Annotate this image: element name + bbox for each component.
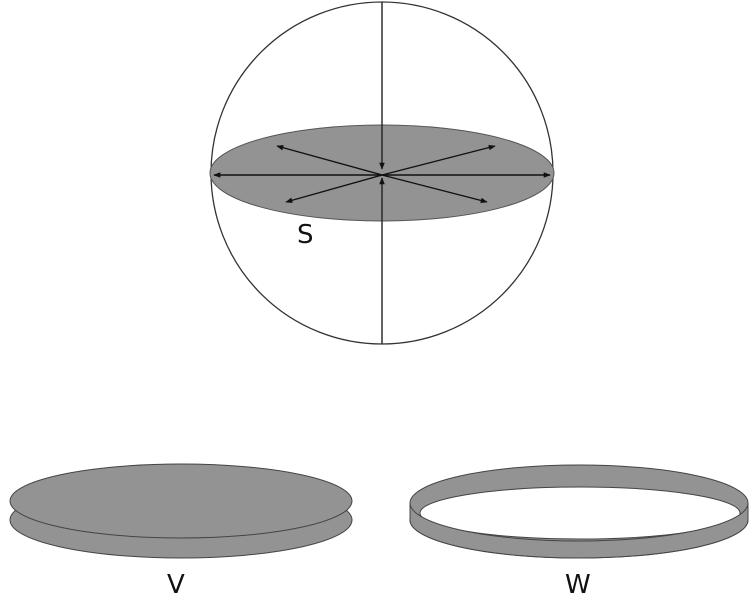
solid-disc-v: V bbox=[9, 463, 353, 600]
label-s: S bbox=[297, 220, 314, 250]
label-v: V bbox=[167, 570, 185, 600]
arrow-upper-left bbox=[276, 144, 383, 176]
arrow-lower-right bbox=[381, 174, 488, 204]
arrow-upper-right bbox=[381, 144, 496, 176]
arrow-lower-left bbox=[285, 174, 383, 203]
label-w: W bbox=[565, 570, 591, 600]
ring-w: W bbox=[409, 464, 749, 600]
disc-v-top bbox=[9, 463, 353, 539]
sphere-group: S bbox=[209, 1, 555, 345]
ring-w-front-rim bbox=[409, 502, 749, 559]
ring-w-opening bbox=[419, 486, 741, 540]
